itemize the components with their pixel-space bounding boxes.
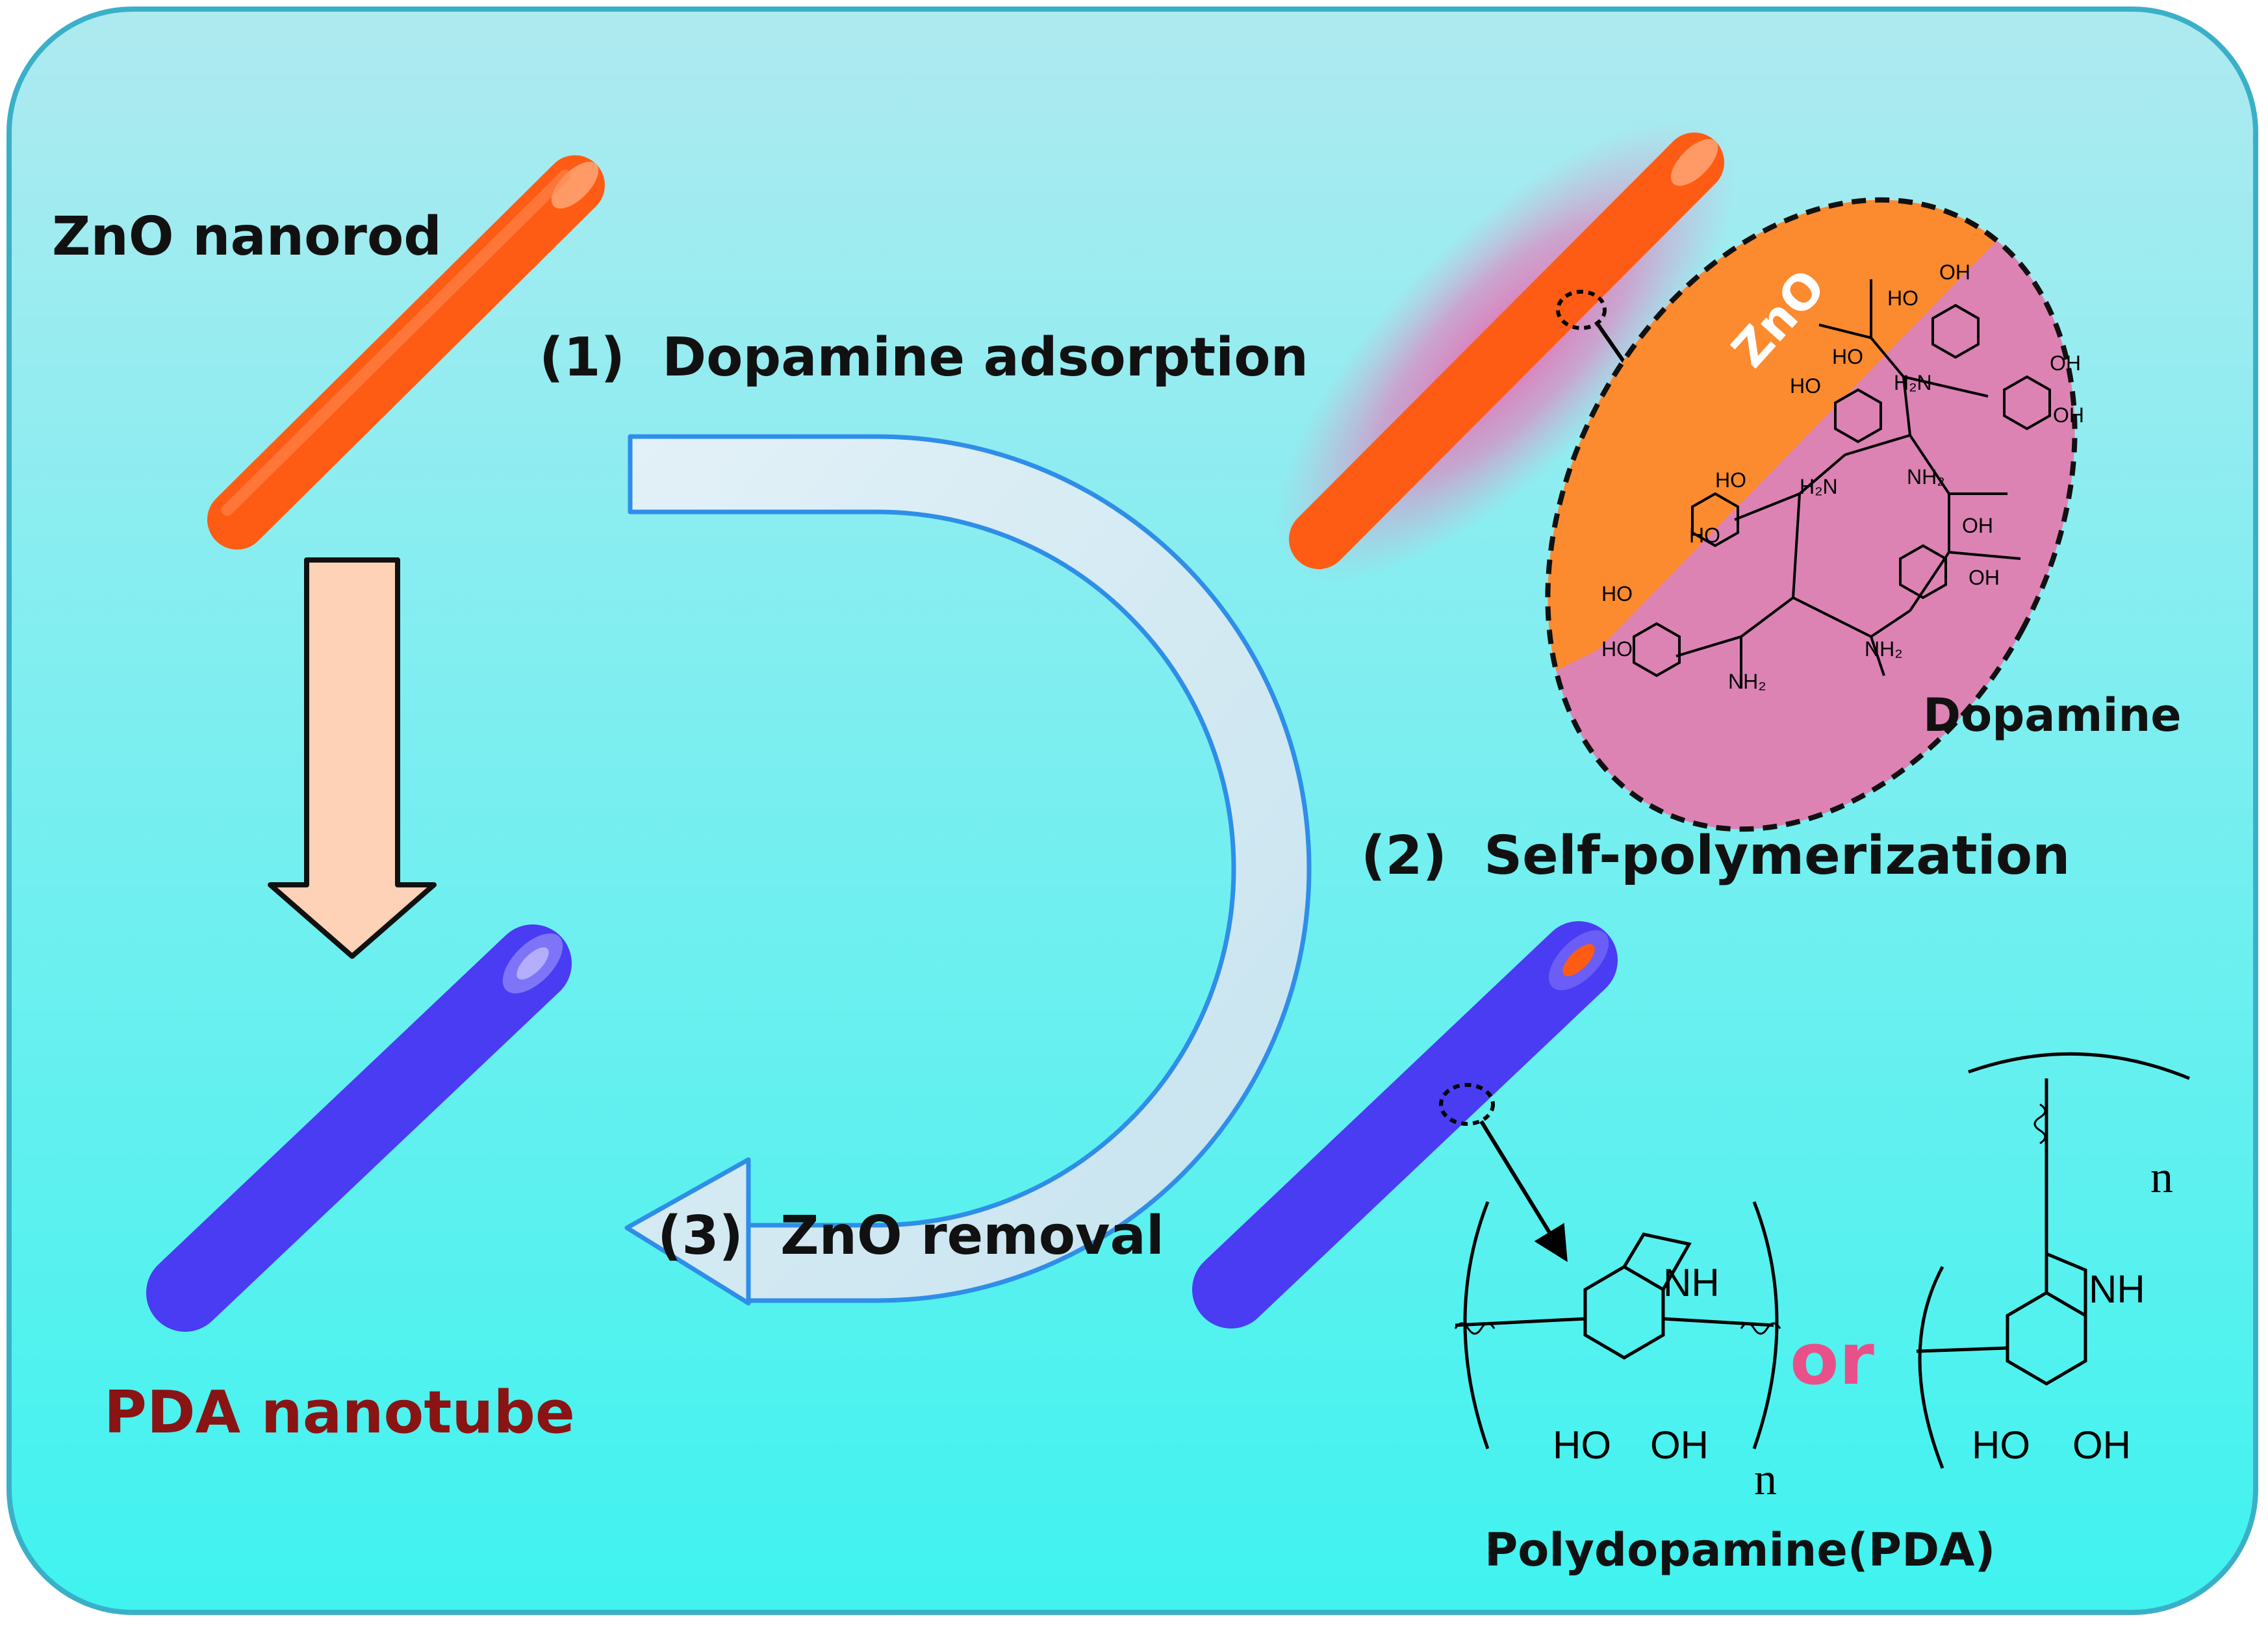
chem-nh2-3: NH₂ xyxy=(1728,670,1766,693)
pda-right-nh: NH xyxy=(2089,1267,2145,1311)
chem-ho-3: HO xyxy=(1790,374,1821,398)
pda-right-n: n xyxy=(2150,1152,2173,1202)
chem-oh-5: OH xyxy=(1969,566,2000,589)
zno-nanorod-shape xyxy=(207,155,605,550)
pda-structure-left xyxy=(1454,1201,1781,1449)
chem-oh-2: OH xyxy=(2050,351,2081,375)
pda-left-ho: HO xyxy=(1553,1423,1611,1467)
step3-label: (3) ZnO removal xyxy=(657,1205,1164,1267)
step1-label: (1) Dopamine adsorption xyxy=(539,327,1308,388)
chem-nh2-2: NH₂ xyxy=(1865,637,1903,661)
chem-oh-4: OH xyxy=(1962,514,1993,537)
pda-left-nh: NH xyxy=(1663,1261,1720,1304)
chem-h2n-1: H₂N xyxy=(1894,371,1932,394)
step2-label: (2) Self-polymerization xyxy=(1361,825,2070,887)
or-label: or xyxy=(1790,1317,1874,1401)
pda-nanotube-label: PDA nanotube xyxy=(104,1379,575,1447)
dopamine-label: Dopamine xyxy=(1923,689,2182,742)
chem-ho-2: HO xyxy=(1832,345,1863,368)
chem-h2n-2: H₂N xyxy=(1800,475,1838,498)
pda-structure-right xyxy=(1916,1052,2190,1469)
chem-ho-5: HO xyxy=(1689,524,1720,547)
down-arrow xyxy=(268,557,437,959)
pda-right-ho: HO xyxy=(1972,1423,2030,1467)
chem-ho-1: HO xyxy=(1887,286,1918,310)
chem-ho-6: HO xyxy=(1601,582,1633,605)
pda-right-oh: OH xyxy=(2072,1423,2131,1467)
chem-oh-1: OH xyxy=(1939,261,1970,284)
zno-nanorod-label: ZnO nanorod xyxy=(52,206,442,268)
curved-process-arrow xyxy=(624,434,1312,1306)
chem-nh2-1: NH₂ xyxy=(1907,465,1945,489)
chem-ho-4: HO xyxy=(1715,468,1746,492)
pda-rod xyxy=(1192,921,1618,1329)
pda-left-n: n xyxy=(1754,1455,1777,1505)
pda-nanotube-shape xyxy=(146,924,572,1332)
chem-ho-7: HO xyxy=(1601,637,1633,661)
polydopamine-label: Polydopamine(PDA) xyxy=(1484,1523,1995,1577)
chem-oh-3: OH xyxy=(2053,403,2084,427)
pda-left-oh: OH xyxy=(1650,1423,1709,1467)
